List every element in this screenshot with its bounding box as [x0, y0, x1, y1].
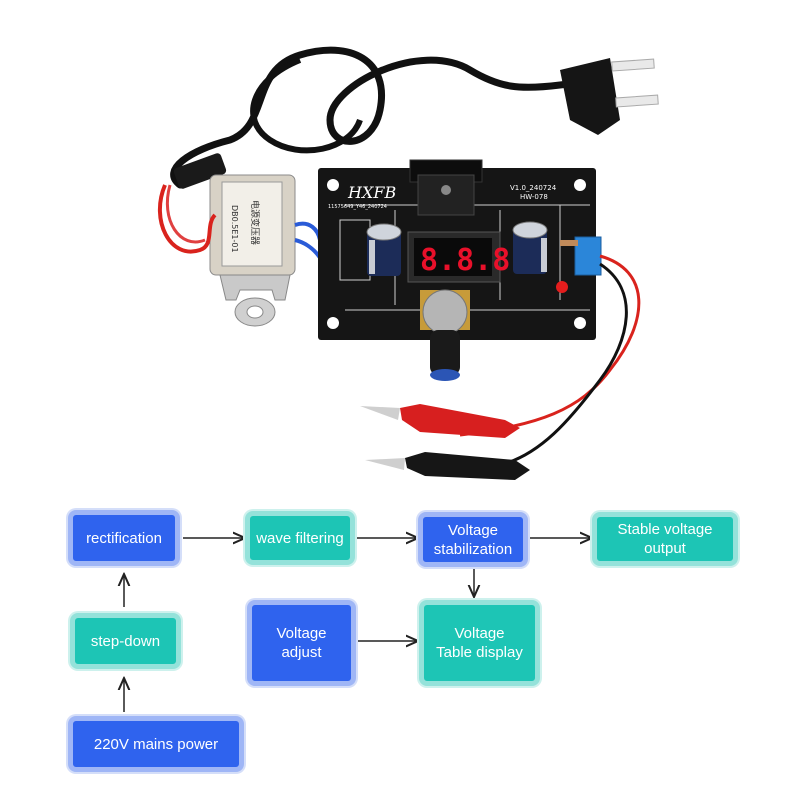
- plug: [560, 58, 659, 135]
- cord-strain-relief: [173, 153, 227, 189]
- adjust-potentiometer: [420, 289, 470, 381]
- rectification-box: rectification: [68, 510, 180, 566]
- transformer-model: DB0.5E1-01: [230, 205, 239, 253]
- table-display-label: Voltage Table display: [436, 625, 523, 661]
- voltage-adjust-label: Voltage adjust: [276, 625, 327, 661]
- stable-output-label: Stable voltage output: [617, 521, 713, 557]
- board-brand: HXFB: [347, 183, 396, 202]
- voltage-led-display: 8.8.8: [407, 231, 510, 283]
- wave-filtering-box: wave filtering: [245, 511, 355, 565]
- table-display-box: Voltage Table display: [419, 600, 540, 686]
- stable-output-box: Stable voltage output: [592, 512, 738, 566]
- step-down-box: step-down: [70, 613, 181, 669]
- rectification-label: rectification: [86, 529, 162, 547]
- black-alligator-clip: [365, 452, 530, 480]
- board-model: HW-078: [520, 193, 548, 201]
- capacitor-right: [512, 221, 548, 274]
- voltage-stabilization-box: Voltage stabilization: [418, 512, 528, 567]
- power-cord: [170, 46, 589, 189]
- step-down-label: step-down: [90, 632, 161, 650]
- voltage-stabilization-label: Voltage stabilization: [433, 521, 513, 558]
- wave-filtering-label: wave filtering: [256, 529, 344, 547]
- red-alligator-clip: [360, 404, 520, 438]
- board-serial: 11575649_Y46_240724: [328, 204, 387, 210]
- regulator-heatsink: [409, 159, 483, 216]
- pcb-board: HXFB V1.0_240724 HW-078 11575649_Y46_240…: [318, 159, 602, 381]
- board-version: V1.0_240724: [510, 184, 557, 192]
- mains-power-box: 220V mains power: [68, 716, 244, 772]
- mains-power-label: 220V mains power: [93, 735, 219, 753]
- transformer-label: 电源变压器: [249, 200, 261, 245]
- voltage-adjust-box: Voltage adjust: [247, 600, 356, 686]
- power-led: [556, 281, 568, 293]
- capacitor-left: [366, 223, 402, 276]
- display-reading: 8.8.8: [420, 243, 510, 278]
- product-photo: 电源变压器 DB0.5E1-01 HXFB V1.0_240724 HW-078…: [158, 46, 659, 480]
